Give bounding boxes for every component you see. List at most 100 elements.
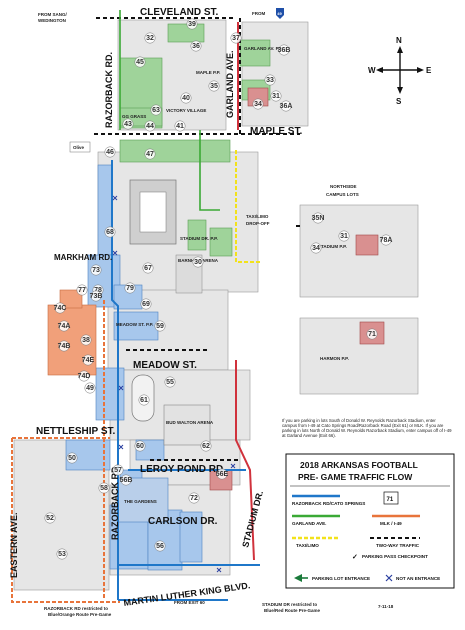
label-garland-av-pp: GARLAND AV. P.P.	[244, 46, 283, 51]
lot-label: 57	[114, 467, 122, 474]
lot-marker-circle	[380, 234, 392, 246]
lot-label: 68	[106, 229, 114, 236]
street-markham: MARKHAM RD.	[54, 253, 112, 262]
orange-route	[11, 300, 120, 603]
label-victory-village: VICTORY VILLAGE	[166, 108, 206, 113]
lot-label: 53	[58, 551, 66, 558]
lot-label: 50	[68, 455, 76, 462]
lot-label: 38	[82, 337, 90, 344]
compass-n: N	[396, 36, 402, 45]
checkpoint-check-icon: ✓	[352, 554, 358, 561]
legend-label-checkpoint: PARKING PASS CHECKPOINT	[362, 554, 428, 559]
lot-label: 31	[272, 93, 280, 100]
taxi-route	[235, 150, 262, 263]
lot-marker-circle	[144, 120, 156, 132]
label-from-sang: FROM SANG/	[38, 12, 67, 17]
lot-label: 77	[78, 287, 86, 294]
lot-label: 39	[188, 21, 196, 28]
lot-marker-circle	[140, 298, 152, 310]
lot-label: 71	[368, 331, 376, 338]
label-drop-off: DROP-OFF	[246, 221, 270, 226]
not-entrance-marks	[112, 195, 236, 573]
lot-marker-circle	[66, 452, 78, 464]
lot-label: 79	[126, 285, 134, 292]
lot-marker-circle	[278, 44, 290, 56]
lot-marker-circle	[122, 118, 134, 130]
lot-marker-circle	[80, 334, 92, 346]
note-razorback-restrict-2: Blue/Orange Route Pre-Game	[48, 612, 112, 617]
lot-marker-circle	[186, 18, 198, 30]
parking-note: If you are parking in lots South of Dona…	[282, 418, 452, 438]
street-eastern: EASTERN AVE.	[9, 512, 19, 578]
lot-label: 67	[144, 265, 152, 272]
lot-marker-circle	[312, 212, 324, 224]
legend-label-lot-entrance: PARKING LOT ENTRANCE	[312, 576, 370, 581]
lot-label: 56	[156, 543, 164, 550]
lot-label: 62	[202, 443, 210, 450]
lot-marker-circle	[90, 290, 102, 302]
lot-marker-circle	[154, 540, 166, 552]
lot-label: 61	[140, 397, 148, 404]
lot-label: 78	[94, 287, 102, 294]
green-route	[119, 10, 220, 211]
label-gg-grass: GG GRASS	[122, 114, 146, 119]
street-leroy-pond: LEROY POND RD.	[140, 464, 226, 475]
label-maple-pp: MAPLE P.P.	[196, 70, 220, 75]
street-razorback: RAZORBACK RD.	[104, 52, 114, 128]
legend-label-taxi: TAXI/LIMO	[296, 543, 319, 548]
lot-entrance-arrow-icon	[294, 574, 302, 582]
lot-marker-circle	[98, 482, 110, 494]
lot-label: 31	[340, 233, 348, 240]
lot-label: 36A	[280, 103, 293, 110]
lot-marker-circle	[200, 440, 212, 452]
lot-marker-circle	[112, 464, 124, 476]
label-bud-walton: BUD WALTON ARENA	[166, 420, 214, 425]
lot-marker-circle	[280, 100, 292, 112]
route-71-shield-icon: 71	[383, 491, 399, 505]
note-razorback-restrict-1: RAZORBACK RD restricted to	[44, 606, 108, 611]
lot-marker-circle	[54, 302, 66, 314]
note-stadium-restrict-2: Blue/Red Route Pre-Game	[264, 608, 321, 613]
label-from-i49: FROM	[252, 11, 265, 16]
lot-label: 34	[312, 245, 320, 252]
legend-title-2: PRE- GAME TRAFFIC FLOW	[298, 472, 413, 482]
lot-label: 74A	[58, 323, 71, 330]
lot-label: 74E	[82, 357, 95, 364]
label-campus-lots: CAMPUS LOTS	[326, 192, 359, 197]
lot-label: 47	[146, 151, 154, 158]
lot-label: 34	[254, 101, 262, 108]
lot-label: 44	[146, 123, 154, 130]
note-stadium-restrict-1: STADIUM DR restricted to	[262, 602, 317, 607]
lot-label: 35	[210, 83, 218, 90]
legend-label-garland: GARLAND AVE.	[292, 521, 326, 526]
lot-marker-circle	[82, 354, 94, 366]
lot-label: 56E	[216, 471, 229, 478]
lot-label: 60	[136, 443, 144, 450]
lot-marker-circle	[84, 382, 96, 394]
legend-title-1: 2018 ARKANSAS FOOTBALL	[300, 460, 418, 470]
lot-label: 74B	[58, 343, 71, 350]
lot-marker-circle	[190, 40, 202, 52]
label-taxi-limo: TAXI/LIMO	[246, 214, 269, 219]
compass-s: S	[396, 97, 402, 106]
lot-label: 72	[190, 495, 198, 502]
lot-marker-circle	[78, 370, 90, 382]
label-stadium-dr-pp: STADIUM DR. P.P.	[180, 236, 218, 241]
lot-marker-circle	[120, 474, 132, 486]
lot-marker-circle	[58, 340, 70, 352]
lot-label: 37	[232, 35, 240, 42]
map-date: 7-11-18	[378, 604, 394, 609]
lot-label: 59	[156, 323, 164, 330]
lot-marker-circle	[104, 146, 116, 158]
lot-marker-circle	[230, 32, 242, 44]
lot-marker-circle	[264, 74, 276, 86]
lot-label: 49	[86, 385, 94, 392]
label-the-gardens: THE GARDENS	[124, 499, 157, 504]
lot-marker-circle	[44, 512, 56, 524]
lot-label: 73	[92, 267, 100, 274]
lot-marker-circle	[164, 376, 176, 388]
lot-label: 46	[106, 149, 114, 156]
lot-label: 45	[136, 59, 144, 66]
